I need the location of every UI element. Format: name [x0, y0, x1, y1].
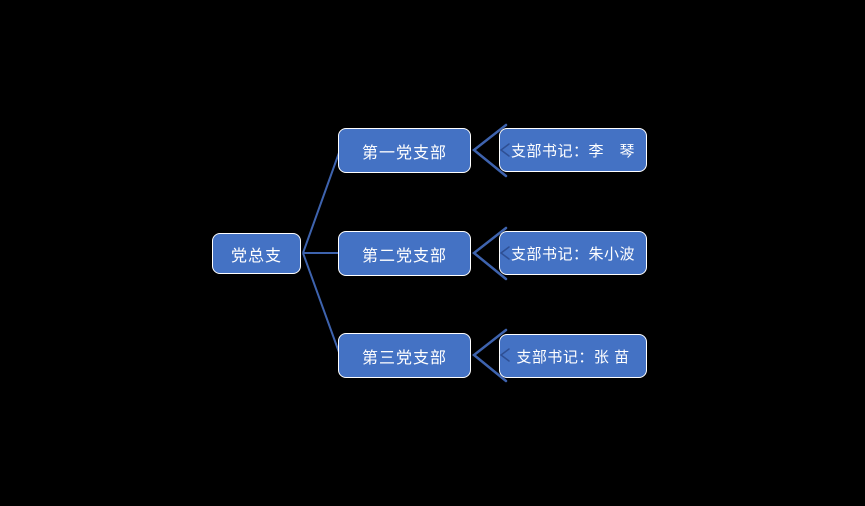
node-branch-1: 第一党支部	[338, 128, 471, 173]
node-secretary-3: 支部书记：张 苗	[499, 334, 647, 378]
node-secretary-2-label: 支部书记：朱小波	[510, 245, 635, 263]
node-branch-1-label: 第一党支部	[361, 144, 447, 162]
connector-root-to-branch-3	[302, 252, 341, 356]
node-root: 党总支	[212, 233, 301, 274]
node-secretary-1: 支部书记：李 琴	[499, 128, 647, 172]
node-branch-2: 第二党支部	[338, 231, 471, 276]
node-branch-3: 第三党支部	[338, 333, 471, 378]
node-secretary-1-label: 支部书记：李 琴	[510, 142, 635, 160]
node-secretary-2: 支部书记：朱小波	[499, 231, 647, 275]
node-branch-3-label: 第三党支部	[361, 349, 447, 367]
connector-root-to-branch-1	[302, 149, 341, 254]
node-root-label: 党总支	[230, 247, 282, 265]
node-secretary-3-label: 支部书记：张 苗	[516, 348, 630, 366]
node-branch-2-label: 第二党支部	[361, 247, 447, 265]
